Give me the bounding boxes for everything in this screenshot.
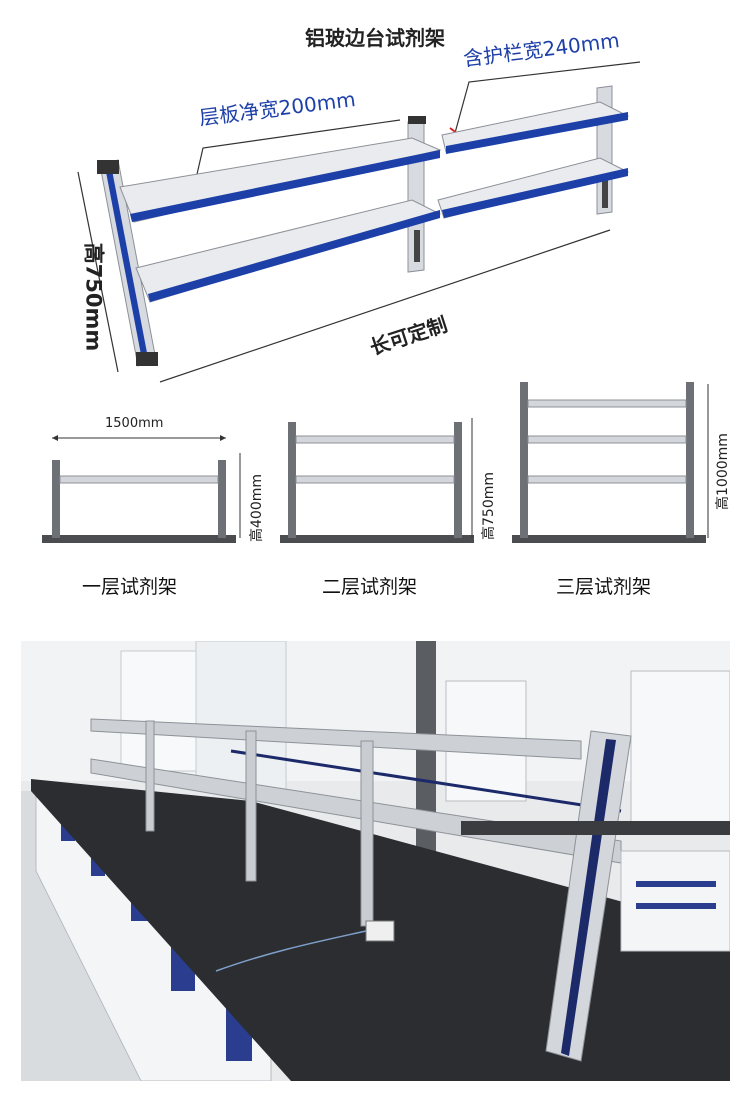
- page-title: 铝玻边台试剂架: [305, 26, 445, 50]
- variant3-height-label: 高1000mm: [715, 433, 731, 510]
- variant3-caption: 三层试剂架: [556, 576, 652, 598]
- variant1-height-label: 高400mm: [249, 474, 265, 542]
- height-dimension-label: 高750mm: [81, 242, 106, 352]
- variant1-width-label: 1500mm: [105, 416, 164, 431]
- variant1-caption: 一层试剂架: [82, 576, 178, 598]
- lab-bench-photo: [21, 641, 730, 1081]
- variant2-height-label: 高750mm: [481, 472, 497, 540]
- variant-diagrams: [42, 382, 709, 543]
- reagent-rack-perspective-drawing: [77, 61, 641, 383]
- variant2-caption: 二层试剂架: [322, 576, 418, 598]
